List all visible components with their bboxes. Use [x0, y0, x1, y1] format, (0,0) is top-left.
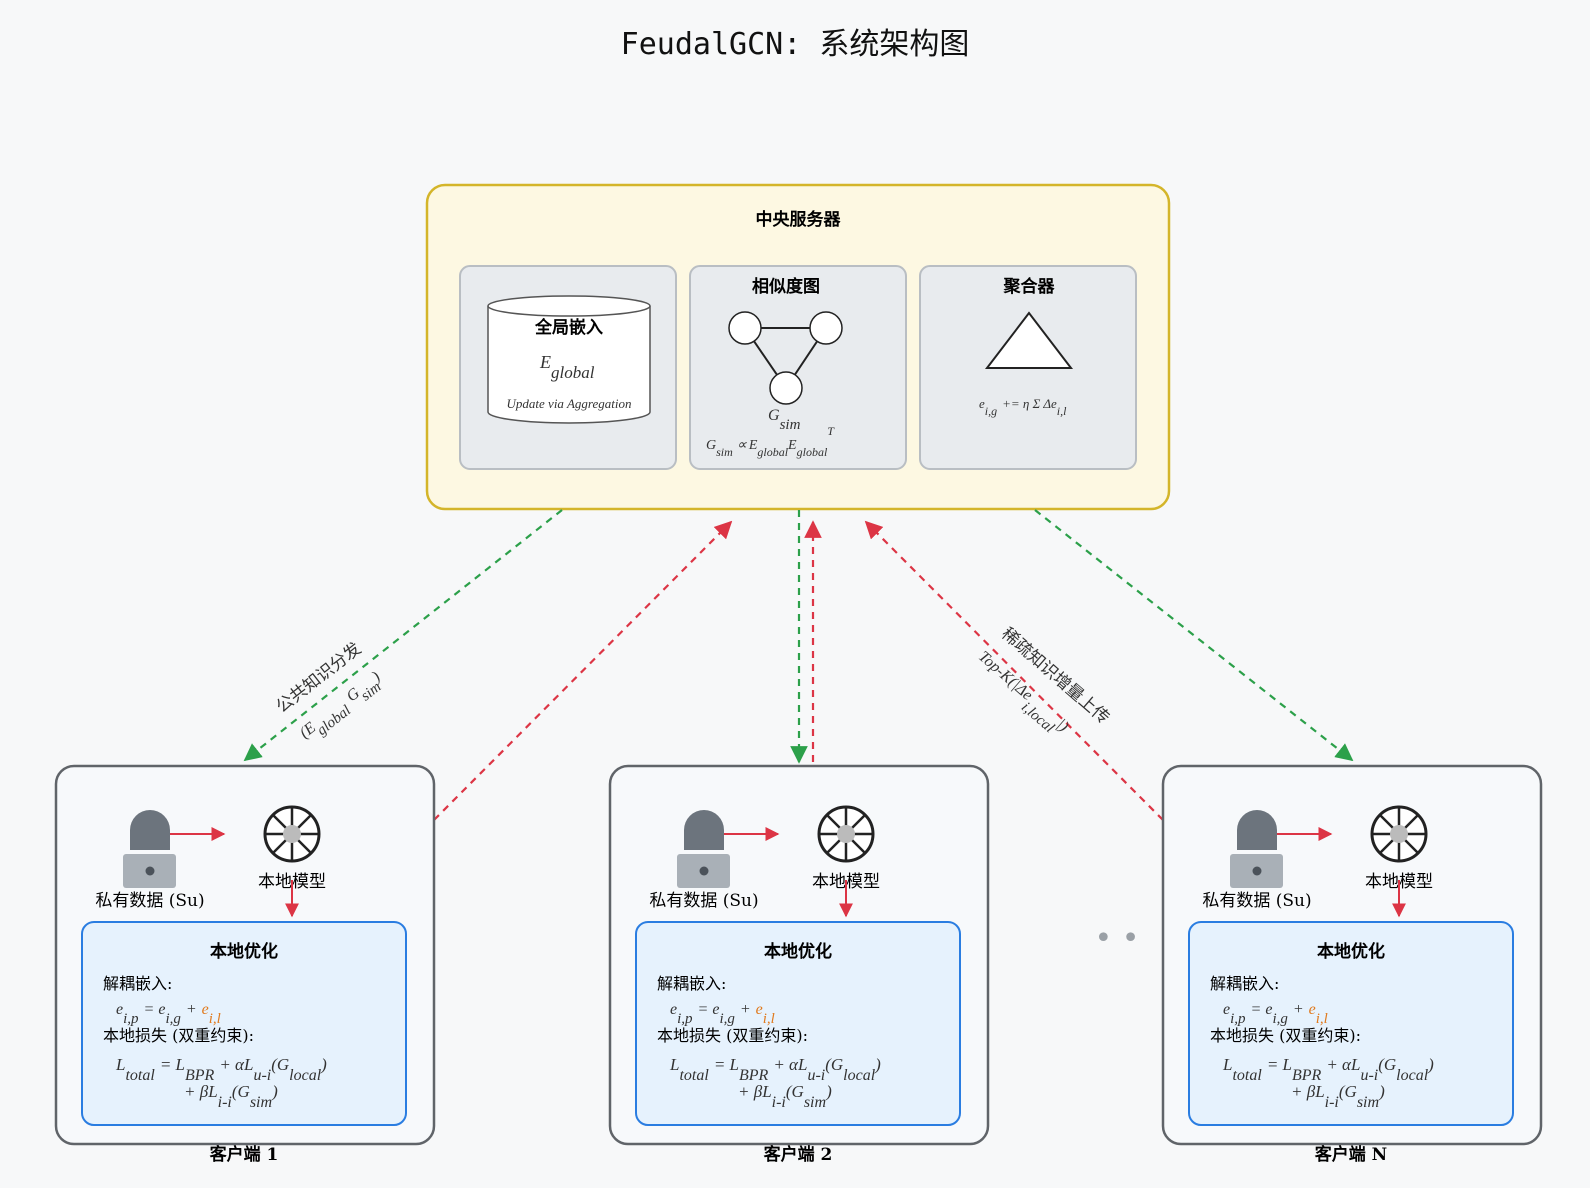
svg-text:公共知识分发: 公共知识分发: [273, 639, 366, 718]
private-data-label: 私有数据 (Su): [95, 891, 204, 911]
client-label: 客户端 N: [1314, 1144, 1387, 1165]
loss-equation-line2: + βLi-i(Gsim): [184, 1082, 278, 1111]
diagram-title: FeudalGCN: 系统架构图: [621, 27, 970, 62]
similarity-graph-panel: 相似度图 Gsim Gsim∝EglobalEglobalT: [689, 265, 907, 470]
local-optimization-box: [81, 921, 407, 1126]
local-optimization-title: 本地优化: [210, 941, 278, 962]
private-data-label: 私有数据 (Su): [1202, 891, 1311, 911]
local-optimization-box: [1188, 921, 1514, 1126]
local-loss-label: 本地损失 (双重约束):: [1210, 1026, 1361, 1045]
loss-equation-line2: + βLi-i(Gsim): [1291, 1082, 1385, 1111]
communication-arrows: [243, 509, 1354, 821]
decouple-equation: ei,p= ei,g+ei,l: [1223, 1001, 1328, 1027]
loss-equation-line1: Ltotal= LBPR+ αLu-i(Glocal): [1222, 1055, 1434, 1084]
server-title: 中央服务器: [756, 209, 842, 230]
graph-icon: [728, 311, 843, 405]
local-optimization-title: 本地优化: [764, 941, 832, 962]
global-embedding-panel: 全局嵌入 Eglobal Update via Aggregation: [459, 265, 677, 470]
triangle-icon: [984, 311, 1074, 369]
global-embedding-var: Eglobal: [539, 352, 595, 382]
client-node: 本地模型 私有数据 (Su) 本地优化 解耦嵌入: ei,p= ei,g+ei,…: [54, 764, 436, 1165]
aggregator-panel: 聚合器 ei,g+= η Σ Δei,l: [919, 265, 1137, 470]
knowledge-distribution-label: 公共知识分发 (EglobalGsim): [273, 639, 385, 742]
loss-equation-line1: Ltotal= LBPR+ αLu-i(Glocal): [669, 1055, 881, 1084]
lock-icon: [123, 810, 176, 888]
local-optimization-box: [635, 921, 961, 1126]
similarity-graph-label: Gsim: [768, 407, 801, 433]
local-optimization-title: 本地优化: [1317, 941, 1385, 962]
lock-icon: [1230, 810, 1283, 888]
decouple-embedding-label: 解耦嵌入:: [657, 974, 726, 993]
upload-arrow-client-n: [864, 520, 1164, 821]
loss-equation-line1: Ltotal= LBPR+ αLu-i(Glocal): [115, 1055, 327, 1084]
client-node: 本地模型 私有数据 (Su) 本地优化 解耦嵌入: ei,p= ei,g+ei,…: [1161, 764, 1543, 1165]
lock-icon: [677, 810, 730, 888]
decouple-equation: ei,p= ei,g+ei,l: [670, 1001, 775, 1027]
decouple-embedding-label: 解耦嵌入:: [1210, 974, 1279, 993]
more-clients-ellipsis: • •: [1095, 921, 1140, 956]
local-loss-label: 本地损失 (双重约束):: [657, 1026, 808, 1045]
similarity-graph-title: 相似度图: [752, 276, 820, 297]
svg-text:Top-K(|Δei,local|): Top-K(|Δei,local|): [968, 648, 1071, 743]
download-arrow-client-1: [243, 509, 563, 762]
client-node: 本地模型 私有数据 (Su) 本地优化 解耦嵌入: ei,p= ei,g+ei,…: [608, 764, 990, 1165]
aggregator-formula: ei,g+= η Σ Δei,l: [979, 396, 1067, 418]
decouple-embedding-label: 解耦嵌入:: [103, 974, 172, 993]
local-loss-label: 本地损失 (双重约束):: [103, 1026, 254, 1045]
similarity-graph-formula: Gsim∝EglobalEglobalT: [706, 424, 835, 459]
model-wheel-icon: [263, 805, 321, 863]
loss-equation-line2: + βLi-i(Gsim): [738, 1082, 832, 1111]
aggregator-title: 聚合器: [1003, 276, 1056, 297]
private-data-label: 私有数据 (Su): [649, 891, 758, 911]
database-icon: [487, 295, 651, 424]
upload-arrow-client-1: [433, 520, 733, 821]
model-wheel-icon: [1370, 805, 1428, 863]
client-label: 客户端 1: [209, 1144, 279, 1165]
model-wheel-icon: [817, 805, 875, 863]
download-arrow-client-n: [1034, 509, 1354, 762]
central-server: 中央服务器 全局嵌入 Eglobal Update via Aggregatio…: [425, 183, 1171, 511]
global-embedding-caption: Update via Aggregation: [507, 396, 632, 411]
decouple-equation: ei,p= ei,g+ei,l: [116, 1001, 221, 1027]
sparse-upload-label: 稀疏知识增量上传 Top-K(|Δei,local|): [968, 624, 1113, 743]
global-embedding-title: 全局嵌入: [534, 317, 603, 338]
client-label: 客户端 2: [763, 1144, 833, 1165]
